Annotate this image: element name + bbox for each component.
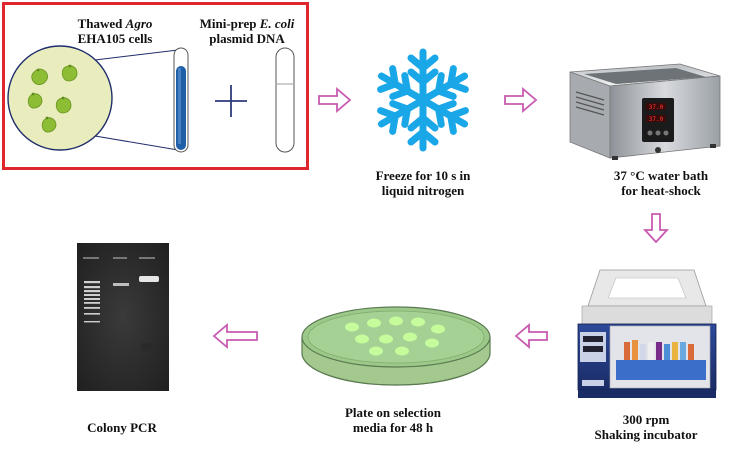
bath-display-top: 37.0 bbox=[649, 104, 664, 111]
plus-icon bbox=[215, 85, 247, 117]
agro-cells-label: Thawed Agro EHA105 cells bbox=[77, 16, 153, 46]
sample-band bbox=[113, 283, 129, 286]
dna-ladder bbox=[84, 281, 100, 323]
snowflake-icon bbox=[377, 48, 469, 152]
step1-highlight-box bbox=[2, 2, 309, 170]
colony-icon bbox=[345, 316, 445, 356]
petri-dish-icon bbox=[301, 306, 491, 386]
plasmid-dna-label: Mini-prep E. coli plasmid DNA bbox=[199, 16, 295, 46]
sample-band bbox=[139, 276, 159, 282]
colony-pcr-label: Colony PCR bbox=[87, 420, 157, 435]
plasmid-tube-icon bbox=[275, 47, 295, 153]
agro-cell-icon bbox=[27, 65, 78, 133]
water-bath-icon: 37.0 37.0 bbox=[569, 63, 721, 160]
bath-display-bottom: 37.0 bbox=[649, 116, 664, 123]
incubator-icon bbox=[577, 269, 717, 398]
gel-image-icon bbox=[77, 243, 169, 391]
agro-cells-tube-icon bbox=[173, 47, 189, 153]
